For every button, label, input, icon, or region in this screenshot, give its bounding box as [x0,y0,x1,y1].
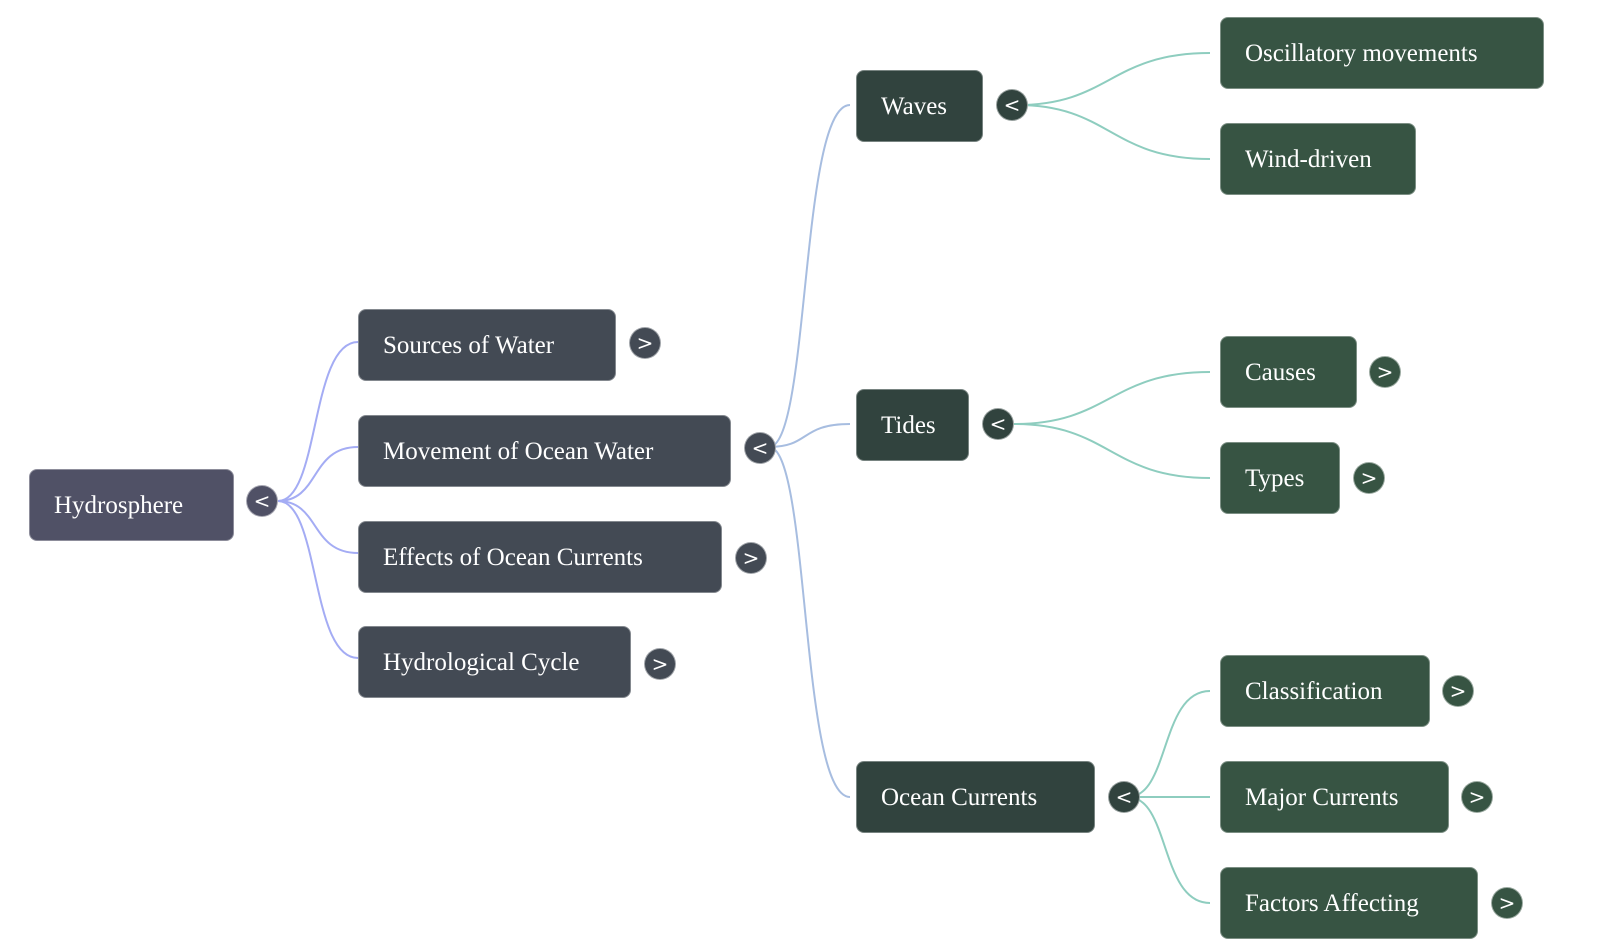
edge-waves-wind [1016,104,1211,160]
edge-root-sources [277,341,359,502]
node-hydrosphere[interactable]: Hydrosphere [29,469,234,541]
node-tides[interactable]: Tides [856,389,969,461]
edge-root-effects [277,500,359,554]
node-classification[interactable]: Classification [1220,655,1430,727]
expand-toggle-classification[interactable]: > [1442,675,1474,707]
edge-tides-causes [1013,371,1211,425]
expand-toggle-hydrological-cycle[interactable]: > [644,648,676,680]
expand-toggle-factors-affecting[interactable]: > [1491,887,1523,919]
collapse-toggle-hydrosphere[interactable]: < [246,485,278,517]
expand-toggle-effects-of-ocean-currents[interactable]: > [735,542,767,574]
node-sources-of-water[interactable]: Sources of Water [358,309,616,381]
node-hydrological-cycle[interactable]: Hydrological Cycle [358,626,631,698]
edge-waves-oscillatory [1016,52,1211,106]
expand-toggle-causes[interactable]: > [1369,356,1401,388]
collapse-toggle-waves[interactable]: < [996,89,1028,121]
edge-root-movement [277,446,359,502]
collapse-toggle-ocean-currents[interactable]: < [1108,781,1140,813]
edge-movement-currents [768,446,851,798]
expand-toggle-major-currents[interactable]: > [1461,781,1493,813]
node-causes[interactable]: Causes [1220,336,1357,408]
expand-toggle-types[interactable]: > [1353,462,1385,494]
node-effects-of-ocean-currents[interactable]: Effects of Ocean Currents [358,521,722,593]
edge-root-hydrological [277,500,359,659]
node-movement-of-ocean-water[interactable]: Movement of Ocean Water [358,415,731,487]
node-oscillatory-movements[interactable]: Oscillatory movements [1220,17,1544,89]
collapse-toggle-tides[interactable]: < [982,408,1014,440]
edge-movement-waves [768,104,851,448]
node-ocean-currents[interactable]: Ocean Currents [856,761,1095,833]
edge-tides-types [1013,423,1211,479]
node-waves[interactable]: Waves [856,70,983,142]
edge-currents-factors [1127,796,1211,904]
node-wind-driven[interactable]: Wind-driven [1220,123,1416,195]
node-factors-affecting[interactable]: Factors Affecting [1220,867,1478,939]
edge-movement-tides [768,423,851,448]
expand-toggle-sources-of-water[interactable]: > [629,327,661,359]
collapse-toggle-movement-of-ocean-water[interactable]: < [744,432,776,464]
edge-currents-classification [1127,690,1211,798]
node-major-currents[interactable]: Major Currents [1220,761,1449,833]
node-types[interactable]: Types [1220,442,1340,514]
